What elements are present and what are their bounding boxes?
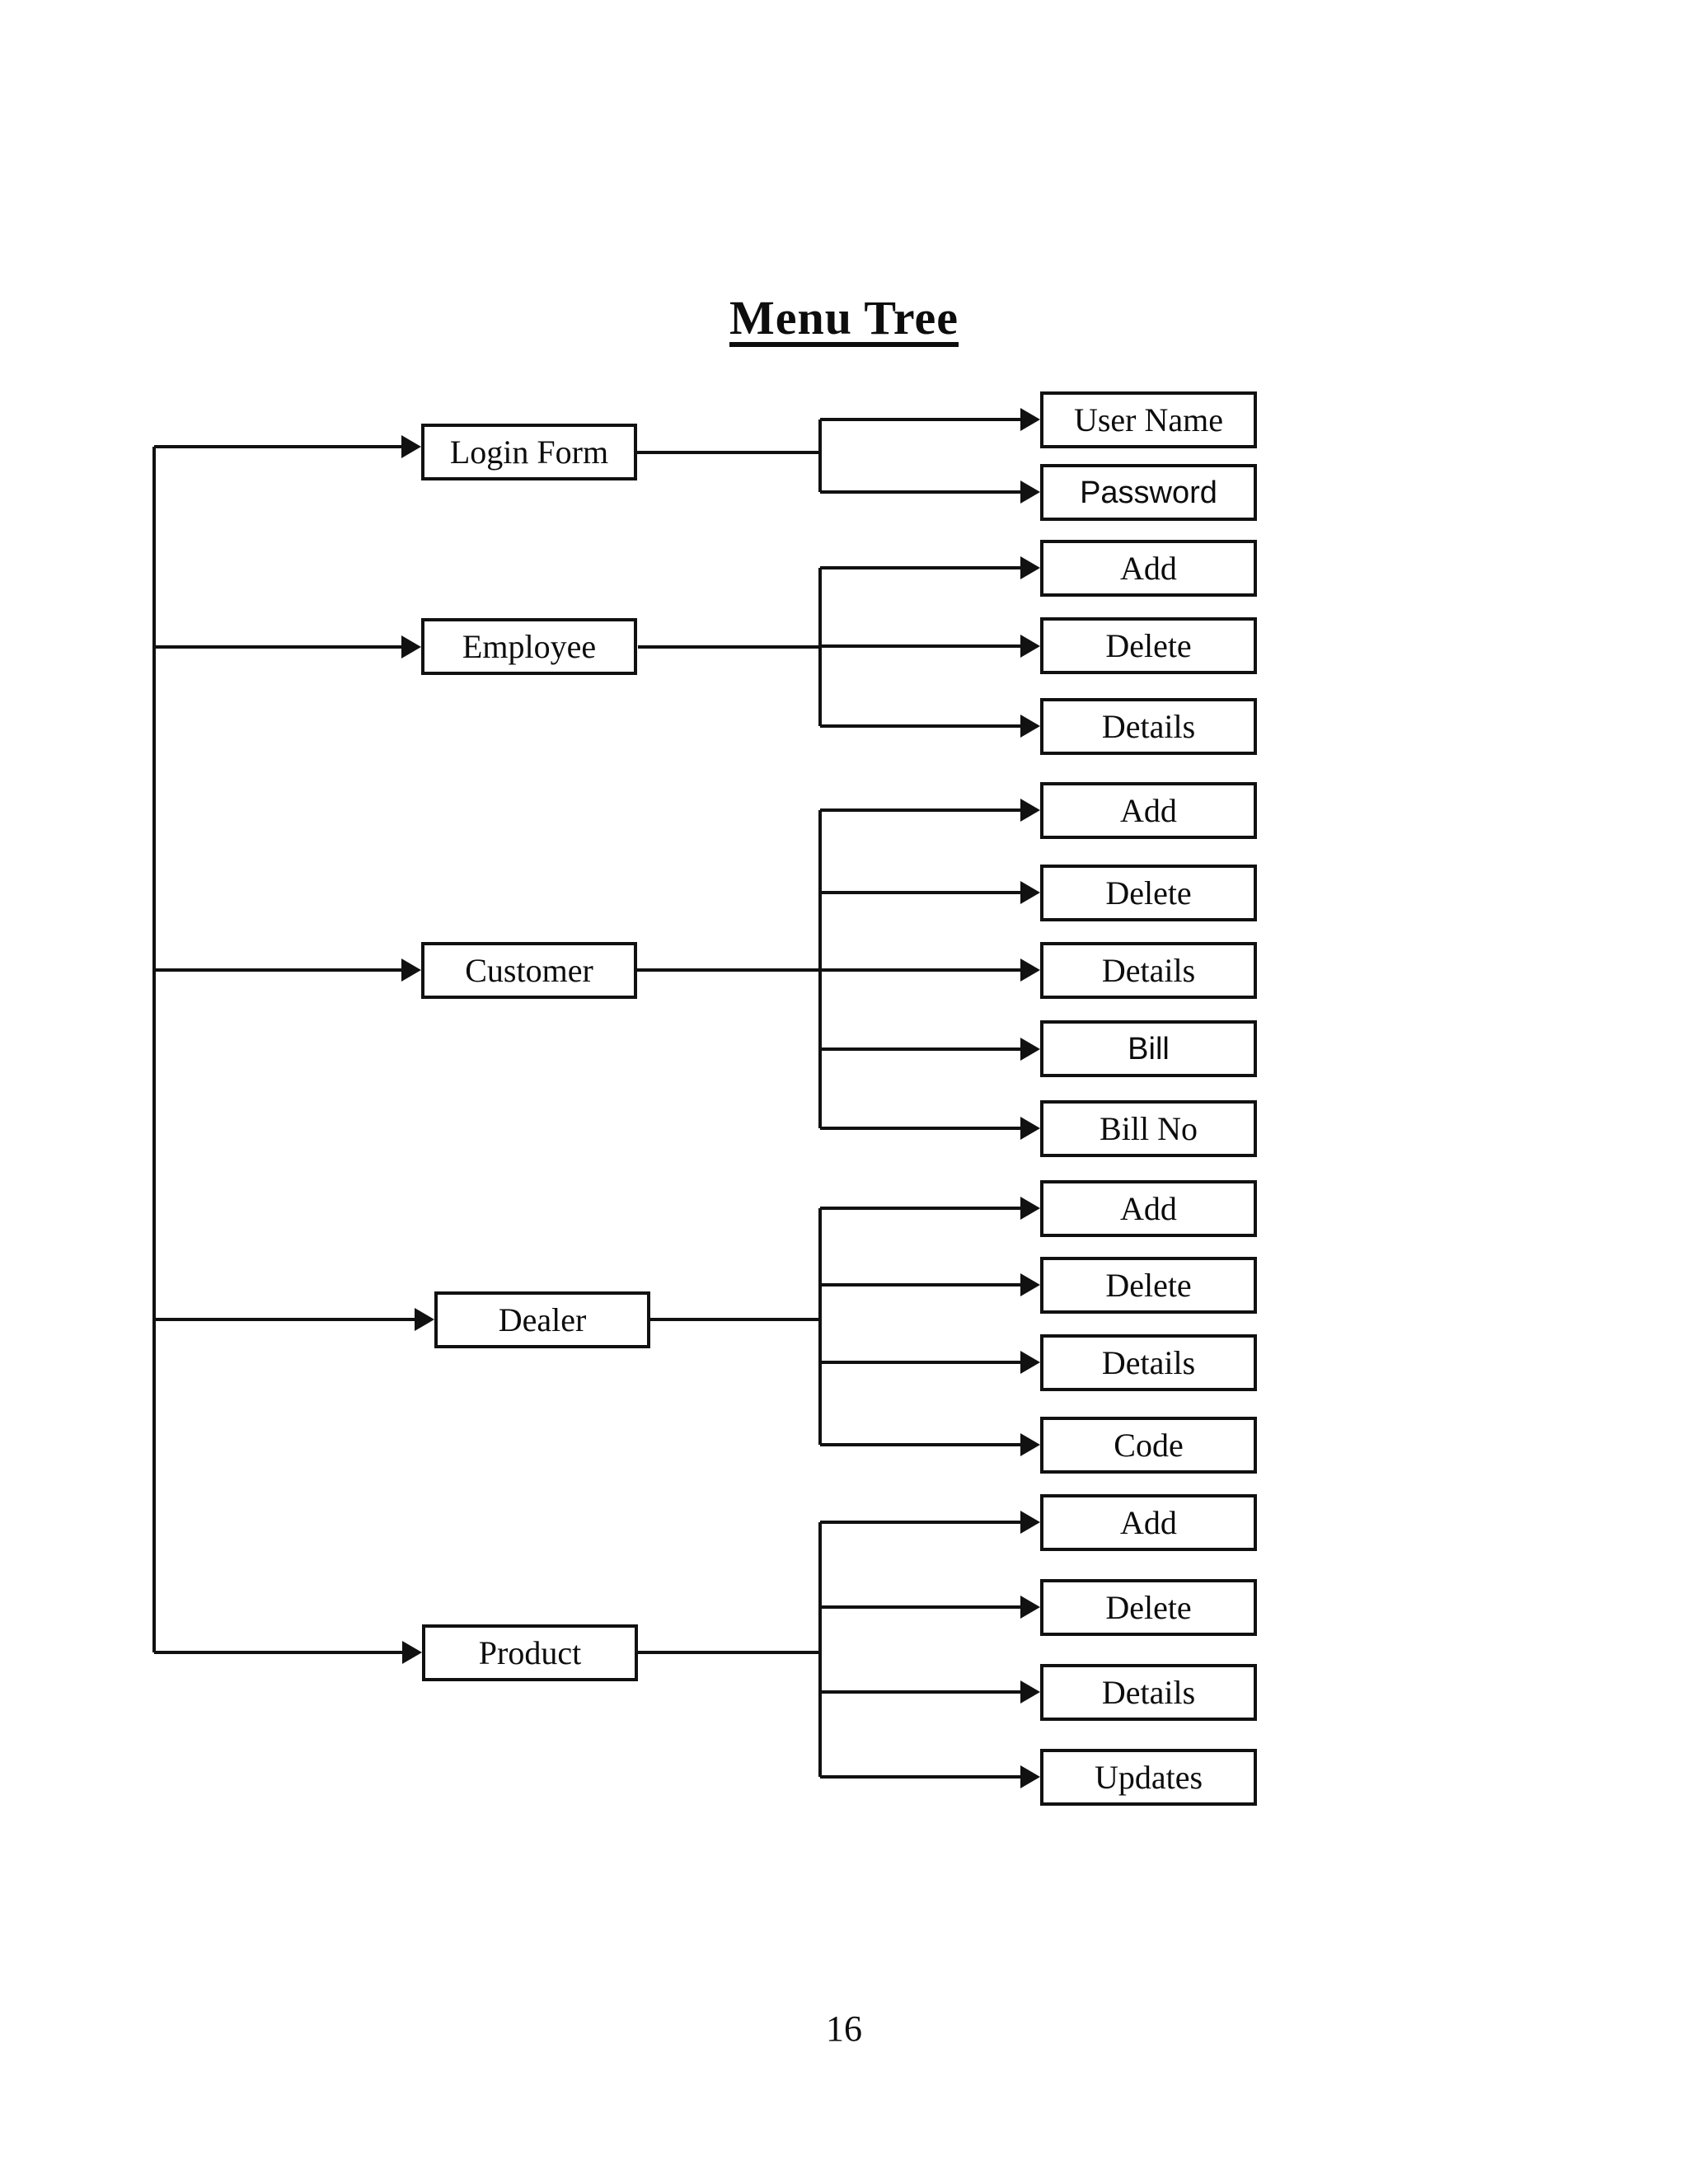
node-dealer-delete: Delete xyxy=(1040,1257,1257,1314)
node-customer-delete: Delete xyxy=(1040,865,1257,921)
node-customer: Customer xyxy=(421,942,637,999)
node-employee: Employee xyxy=(421,618,637,675)
node-product-updates: Updates xyxy=(1040,1749,1257,1806)
node-dealer-details: Details xyxy=(1040,1334,1257,1391)
trunk-to-parent-branches xyxy=(154,435,434,1664)
node-customer-add: Add xyxy=(1040,782,1257,839)
node-login-password: Password xyxy=(1040,464,1257,521)
customer-connectors xyxy=(637,799,1040,1140)
node-customer-bill-no: Bill No xyxy=(1040,1100,1257,1157)
login-form-connectors xyxy=(637,408,1040,504)
dealer-connectors xyxy=(650,1197,1040,1456)
node-product-details: Details xyxy=(1040,1664,1257,1721)
node-login-user-name: User Name xyxy=(1040,391,1257,448)
node-dealer-add: Add xyxy=(1040,1180,1257,1237)
node-dealer: Dealer xyxy=(434,1291,650,1348)
node-employee-add: Add xyxy=(1040,540,1257,597)
node-dealer-code: Code xyxy=(1040,1417,1257,1474)
node-product-add: Add xyxy=(1040,1494,1257,1551)
node-employee-details: Details xyxy=(1040,698,1257,755)
node-customer-bill: Bill xyxy=(1040,1020,1257,1077)
node-login-form: Login Form xyxy=(421,424,637,480)
page-number: 16 xyxy=(826,2008,862,2049)
node-product-delete: Delete xyxy=(1040,1579,1257,1636)
page-title-text: Menu Tree xyxy=(729,291,959,344)
node-product: Product xyxy=(422,1624,638,1681)
page-title: Menu Tree xyxy=(0,290,1688,345)
employee-connectors xyxy=(638,556,1040,738)
node-customer-details: Details xyxy=(1040,942,1257,999)
product-connectors xyxy=(637,1511,1040,1788)
node-employee-delete: Delete xyxy=(1040,617,1257,674)
